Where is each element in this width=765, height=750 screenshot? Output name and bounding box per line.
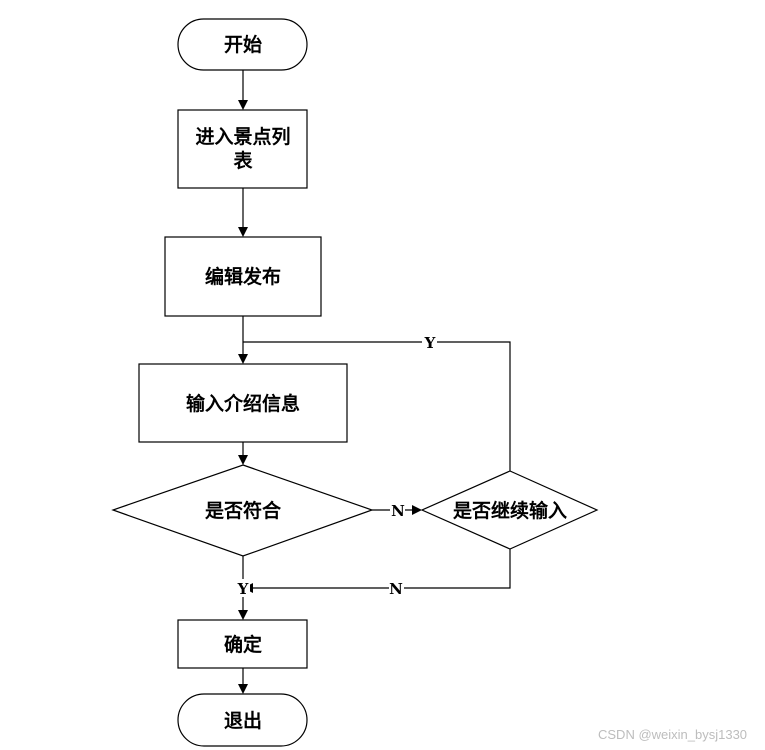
edge-continue-no-to-confirm <box>251 549 511 589</box>
start-label: 开始 <box>224 33 262 56</box>
input-info-box <box>138 363 348 443</box>
edge-label-valid-no: N <box>391 502 405 520</box>
confirm-box <box>177 619 308 669</box>
edge-label-valid-yes: Y <box>237 580 249 598</box>
input-info-label: 输入介绍信息 <box>186 392 300 415</box>
is-valid-label: 是否符合 <box>205 499 282 522</box>
exit-label: 退出 <box>224 709 262 732</box>
arrowhead-to-edit <box>238 227 248 237</box>
edit-publish-label: 编辑发布 <box>205 265 281 288</box>
arrowhead-to-list <box>238 100 248 110</box>
edge-label-continue-yes: Y <box>424 334 436 352</box>
continue-input-label: 是否继续输入 <box>453 499 567 522</box>
watermark: CSDN @weixin_bysj1330 <box>598 727 748 742</box>
label-backing-valid-yes <box>235 579 250 597</box>
label-backing-valid-no <box>390 501 405 519</box>
arrowhead-to-input <box>238 354 248 364</box>
edge-continue-yes-loop <box>243 341 511 471</box>
exit-terminal <box>177 693 308 747</box>
enter-list-label-line1: 进入景点列 <box>195 126 290 148</box>
arrowhead-to-check <box>238 455 248 465</box>
arrowhead-to-continue <box>412 505 422 515</box>
continue-input-decision <box>420 470 599 550</box>
enter-list-label-line2: 表 <box>233 149 253 172</box>
label-backing-continue-no <box>389 579 404 597</box>
enter-list-box <box>177 109 308 189</box>
is-valid-decision <box>111 464 374 557</box>
arrowhead-to-confirm <box>238 610 248 620</box>
confirm-label: 确定 <box>224 633 262 656</box>
edge-label-continue-no: N <box>389 580 403 598</box>
start-terminal <box>177 18 308 71</box>
arrowhead-to-exit <box>238 684 248 694</box>
edit-publish-box <box>164 236 322 317</box>
label-backing-continue-yes <box>422 333 437 351</box>
